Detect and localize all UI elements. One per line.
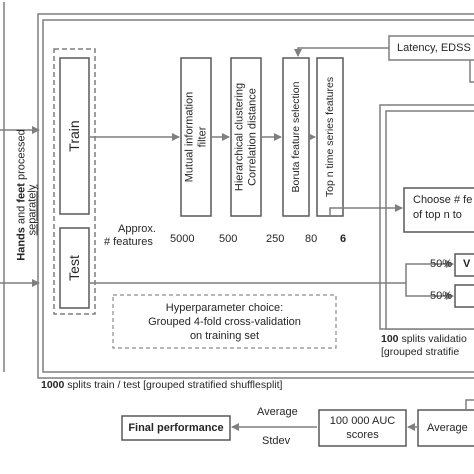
top-n-label: Top n time series features	[323, 76, 336, 198]
hyperparameter-line-3: on training set	[189, 330, 260, 342]
bottom-average-label: Average	[257, 406, 298, 418]
average-box	[417, 409, 474, 447]
validation-splits-line-2: [grouped stratifie	[381, 346, 460, 358]
latency-edss-box	[388, 35, 474, 61]
average-up-connector	[465, 399, 474, 410]
test-label: Test	[66, 255, 82, 281]
mutual-information-label: Mutual information	[183, 91, 196, 183]
boruta-box	[282, 57, 310, 217]
validation-pct-2: 50%	[430, 290, 453, 302]
validation-box-1	[454, 253, 474, 277]
boruta-label: Boruta feature selection	[289, 81, 302, 193]
outer-frame-back	[37, 13, 474, 379]
processed-label: processed	[15, 129, 28, 184]
arrow-latency-to-boruta	[294, 47, 389, 57]
feature-count-500: 500	[219, 233, 238, 245]
hierarchical-clustering-label: Hierarchical clustering	[233, 82, 246, 192]
arrow-topn-to-choose	[329, 204, 403, 216]
bottom-stdev-label: Stdev	[262, 435, 291, 447]
choose-features-line-1: Choose # fe	[413, 194, 473, 206]
validation-splits-count: 100	[381, 333, 399, 345]
outer-splits-label: 1000 splits train / test [grouped strati…	[41, 380, 282, 391]
auc-scores-line-1: 100 000 AUC	[329, 415, 396, 427]
train-box	[59, 57, 90, 215]
outer-splits-count: 1000	[41, 379, 65, 391]
train-label: Train	[66, 120, 82, 152]
validation-box-2	[454, 284, 474, 308]
filter-label: filter	[196, 126, 209, 148]
hyperparameter-line-2: Grouped 4-fold cross-validation	[148, 316, 301, 328]
feature-count-250: 250	[266, 233, 285, 245]
latency-down-connector	[469, 60, 474, 83]
correlation-distance-label: Correlation distance	[246, 88, 259, 186]
auc-scores-line-2: scores	[346, 429, 379, 441]
mutual-information-box	[180, 57, 212, 217]
hyperparameter-dashed-box	[112, 294, 337, 349]
validation-splits-line-1: 100 splits validatio	[381, 334, 467, 345]
latency-edss-label: Latency, EDSS	[397, 42, 471, 54]
top-n-box	[316, 57, 344, 217]
feature-count-5000: 5000	[170, 233, 195, 245]
arrow-to-validation-50-b	[405, 283, 454, 300]
auc-scores-box	[318, 409, 407, 447]
validation-splits-text: splits validatio	[398, 333, 467, 345]
final-performance-label: Final performance	[128, 422, 224, 434]
validation-pct-1: 50%	[430, 258, 453, 270]
train-test-dashed-container	[53, 48, 96, 315]
feature-count-6: 6	[340, 233, 347, 245]
choose-features-line-2: of top n to	[413, 209, 462, 221]
outer-splits-text: splits train / test [grouped stratified …	[64, 379, 283, 391]
features-label: # features	[104, 236, 153, 248]
average-box-label: Average	[427, 422, 468, 434]
arrow-to-validation-50-a	[405, 260, 454, 283]
hyperparameter-line-1: Hyperparameter choice:	[165, 302, 284, 314]
feature-count-80: 80	[305, 233, 318, 245]
separately-label: separately	[26, 184, 39, 236]
choose-features-box	[403, 187, 474, 233]
validation-box-1-label: V	[463, 258, 471, 270]
approx-label: Approx.	[118, 223, 156, 235]
test-box	[59, 227, 90, 309]
hierarchical-clustering-box	[230, 57, 262, 217]
final-performance-box	[121, 415, 231, 441]
